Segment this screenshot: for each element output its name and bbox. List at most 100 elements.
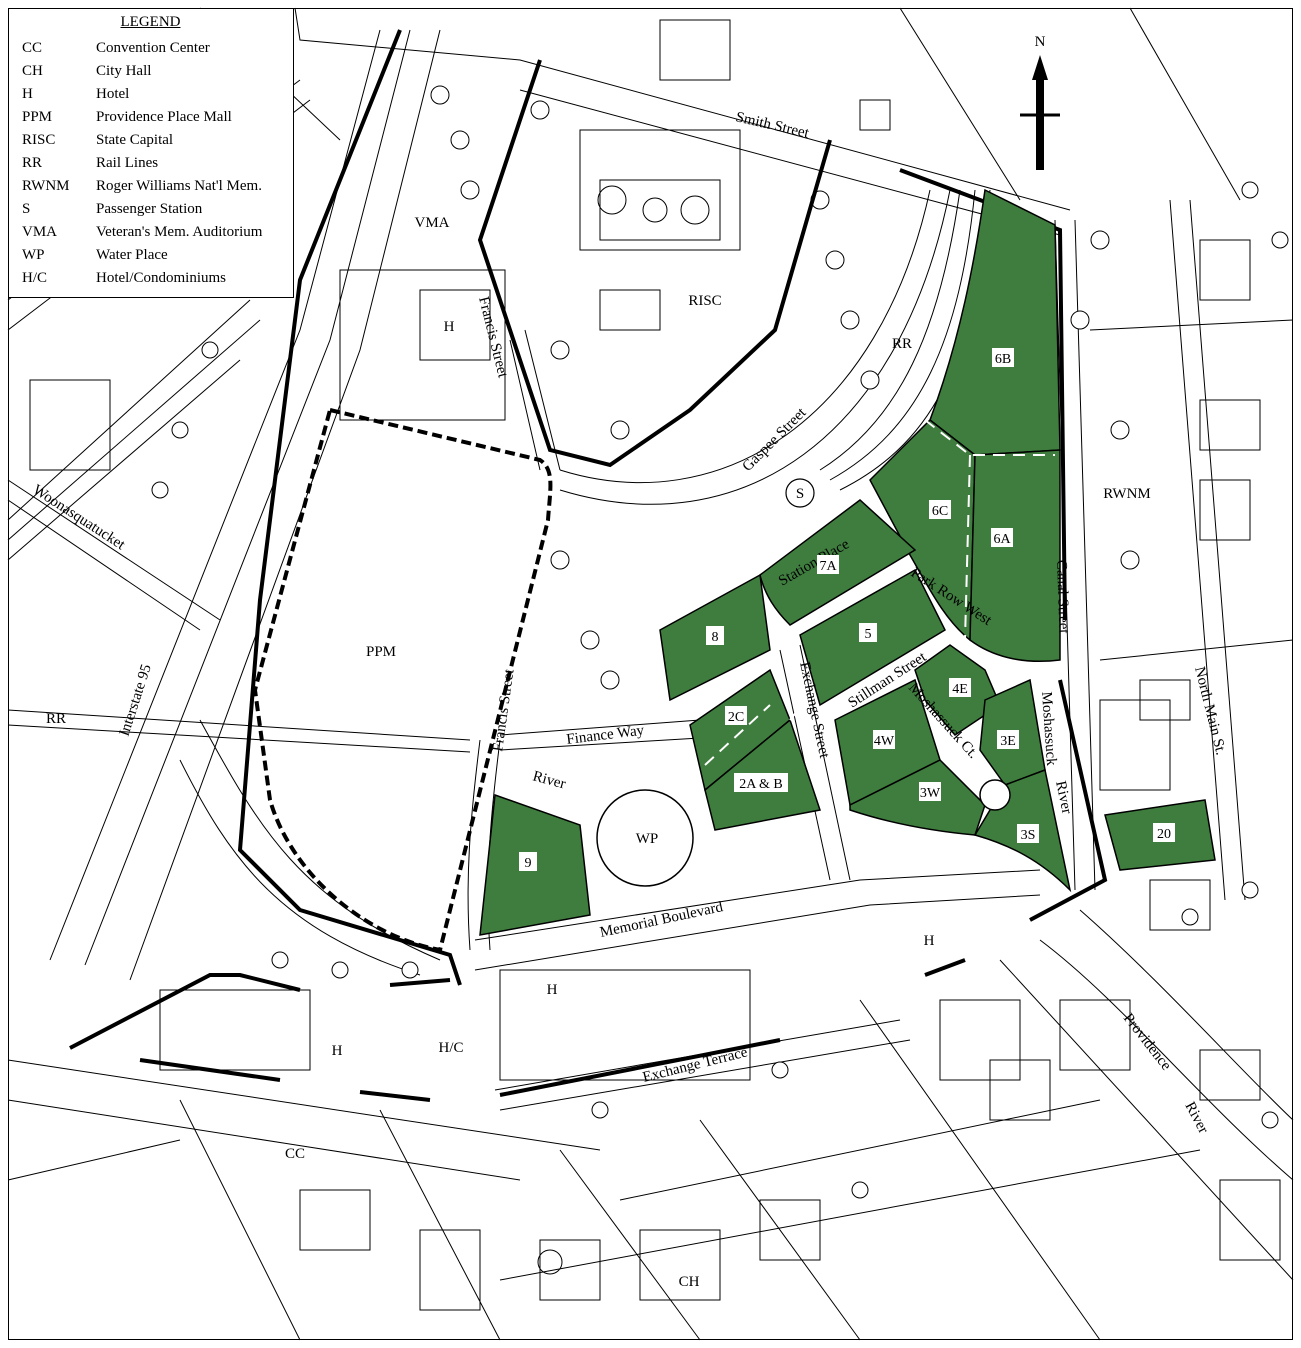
parcel-label-6b: 6B: [995, 352, 1011, 367]
legend-description: Convention Center: [96, 40, 210, 56]
legend-description: Veteran's Mem. Auditorium: [96, 224, 263, 240]
water-place-circle: [596, 789, 694, 887]
parcel-label-9: 9: [525, 856, 532, 871]
parcel-label-4w: 4W: [874, 734, 895, 749]
parcel-label-box: [817, 555, 839, 574]
label-rwnm: RWNM: [1103, 486, 1151, 502]
parcel-label-3e: 3E: [1000, 734, 1016, 749]
parcel-label-box: [1017, 824, 1039, 843]
legend-description: City Hall: [96, 63, 152, 79]
label-vma: VMA: [414, 215, 449, 231]
legend-description: Water Place: [96, 247, 168, 263]
label-rr-top: RR: [892, 336, 912, 352]
parcel-label-box: [873, 730, 895, 749]
parcel-label-box: [992, 348, 1014, 367]
label-wp: WP: [636, 831, 659, 847]
label-hotel-exchange: H: [547, 982, 558, 998]
parcel-6a: [969, 449, 1061, 663]
legend-description: State Capital: [96, 132, 174, 148]
parcel-label-box: [949, 678, 971, 697]
parcel-label-7a: 7A: [819, 559, 837, 574]
label-rr-left: RR: [46, 711, 66, 727]
street-river-prov: River: [1181, 1099, 1211, 1136]
station-circle: [785, 478, 815, 508]
label-ppm: PPM: [366, 644, 396, 660]
parcel-label-box: [706, 626, 724, 645]
legend-entry: RWNM Roger Williams Nat'l Mem.: [8, 175, 293, 198]
street-smith: Smith Street: [734, 109, 811, 142]
street-gaspee: Gaspee Street: [740, 404, 811, 475]
parcel-label-box: [519, 852, 537, 871]
legend-description: Hotel: [96, 86, 130, 102]
legend-entry: WP Water Place: [8, 244, 293, 267]
legend-entry: RR Rail Lines: [8, 152, 293, 175]
legend-code: CH: [22, 63, 43, 79]
legend-title: LEGEND: [120, 14, 181, 30]
label-hotel-francis: H: [444, 319, 455, 335]
boundary-lines: [69, 29, 1108, 1102]
street-north-main: North Main St.: [1191, 665, 1228, 757]
north-label: N: [1035, 34, 1046, 50]
parcel-label-8: 8: [712, 630, 719, 645]
legend-code: VMA: [22, 224, 58, 240]
legend-code: H: [22, 86, 33, 102]
label-cc: CC: [285, 1146, 305, 1162]
parcel-label-box: [929, 500, 951, 519]
legend-code: RWNM: [22, 178, 70, 194]
map-area-labels: VMA RISC H RR PPM S RWNM RR WP H H H H/C…: [46, 215, 1151, 1290]
parcels: [479, 188, 1216, 936]
parcel-6b: [929, 188, 1061, 456]
street-river-right: River: [1052, 780, 1075, 816]
legend-code: RR: [22, 155, 43, 171]
legend-entry: S Passenger Station: [8, 198, 293, 221]
legend-description: Passenger Station: [96, 201, 203, 217]
street-providence: Providence: [1120, 1011, 1174, 1074]
parcel-label-box: [734, 773, 788, 792]
label-hotel-memorial: H: [924, 933, 935, 949]
legend-description: Roger Williams Nat'l Mem.: [96, 178, 262, 194]
legend-code: H/C: [22, 270, 48, 286]
legend-entry: H Hotel: [8, 83, 293, 106]
street-interstate: Interstate 95: [117, 662, 155, 738]
legend-description: Rail Lines: [96, 155, 159, 171]
legend-code: WP: [22, 247, 45, 263]
label-hotel-condo: H/C: [438, 1040, 463, 1056]
street-woonasquatucket: Woonasquatucket: [30, 482, 129, 554]
parcel-label-box: [991, 528, 1013, 547]
street-river-left: River: [531, 768, 567, 792]
legend-entry: CC Convention Center: [8, 37, 293, 60]
legend-entry: RISC State Capital: [8, 129, 293, 152]
parcel-label-5: 5: [865, 627, 872, 642]
legend-description: Hotel/Condominiums: [96, 270, 227, 286]
legend-code: CC: [22, 40, 43, 56]
legend-code: S: [22, 201, 31, 217]
street-francis-bottom: Francis Street: [490, 667, 517, 752]
legend-entry: H/C Hotel/Condominiums: [8, 267, 293, 290]
parcel-label-3s: 3S: [1021, 828, 1036, 843]
parcel-label-box: [997, 730, 1019, 749]
legend-code: RISC: [22, 132, 56, 148]
parcel-label-6c: 6C: [932, 504, 948, 519]
street-memorial: Memorial Boulevard: [599, 899, 725, 941]
north-arrow-icon: [1032, 55, 1048, 170]
label-risc: RISC: [688, 293, 721, 309]
parcel-label-3w: 3W: [920, 786, 941, 801]
parcel-label-2ab: 2A & B: [739, 777, 783, 792]
trees: [151, 85, 1289, 1199]
legend-code: PPM: [22, 109, 53, 125]
parcel-label-6a: 6A: [993, 532, 1011, 547]
parcel-divisions: [704, 419, 1055, 766]
label-ch: CH: [679, 1274, 700, 1290]
parcel-label-20: 20: [1157, 827, 1171, 842]
street-canal: Canal Street: [1053, 560, 1072, 635]
parcel-label-box: [859, 623, 877, 642]
label-station: S: [796, 486, 804, 502]
street-francis-top: Francis Street: [475, 295, 511, 380]
moshassuck-ct-circle: [979, 779, 1011, 811]
parcel-label-box: [919, 782, 941, 801]
parcel-label-box: [725, 706, 747, 725]
